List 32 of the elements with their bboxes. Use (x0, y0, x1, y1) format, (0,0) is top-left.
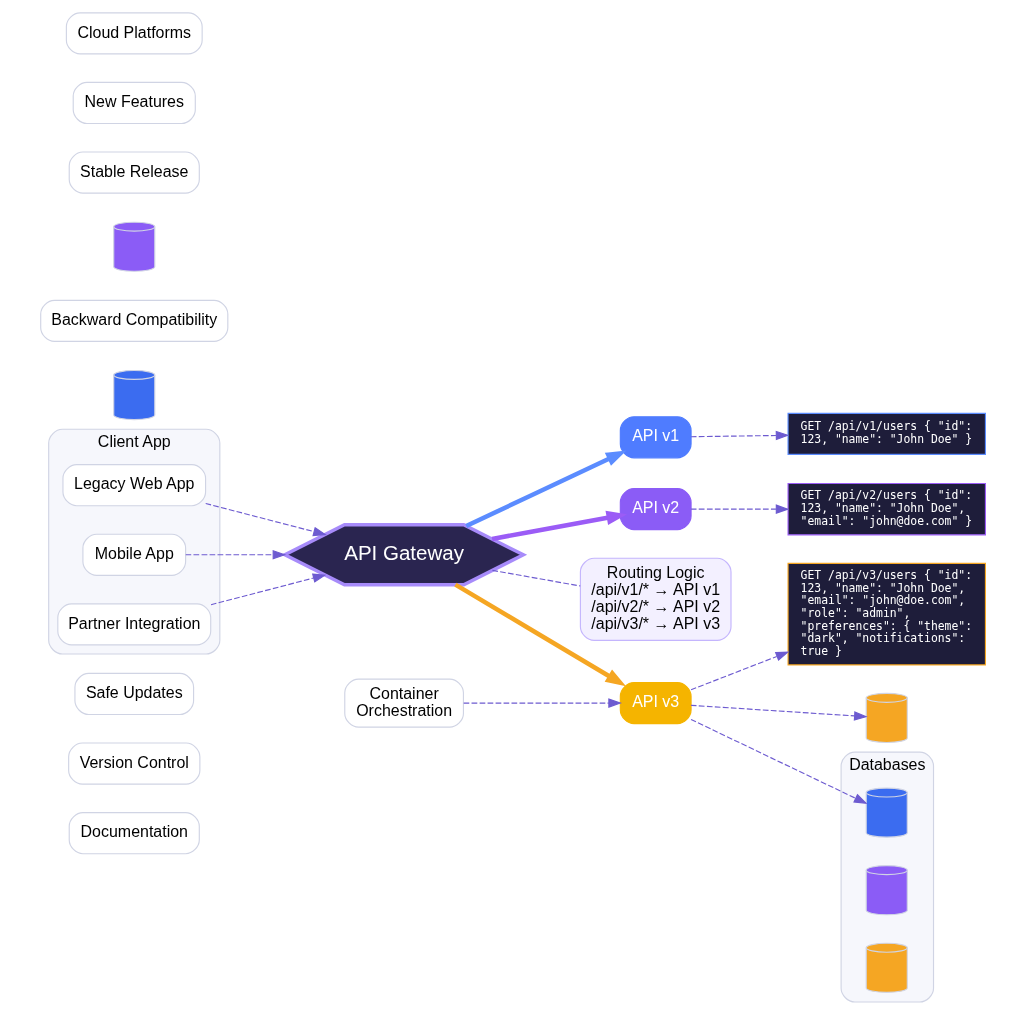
node-box: API v2 (619, 488, 692, 531)
node-box: GET /api/v2/users { "id": 123, "name": "John Doe", "email": "john@doe.com" } (786, 482, 986, 536)
connector (491, 569, 581, 587)
node-box: Container Orchestration (343, 678, 464, 728)
cluster: Databases (840, 751, 934, 1003)
node-box: API v1 (619, 416, 692, 459)
node-box: Partner Integration (56, 603, 211, 646)
node-box: GET /api/v3/users { "id": 123, "name": "John Doe", "email": "john@doe.com", "role": "admin", "preferences": { "theme": "dark", "notifications": true } (786, 562, 986, 666)
node-box: Safe Updates (73, 672, 194, 716)
node-box: API v3 (619, 682, 692, 725)
node-box: Stable Release (68, 151, 200, 194)
node-box: Mobile App (81, 533, 186, 576)
node-box: Legacy Web App (61, 464, 206, 507)
node-box: GET /api/v1/users { "id": 123, "name": "John Doe" } (786, 412, 986, 455)
arrow (462, 698, 622, 708)
arrow (690, 430, 789, 441)
node-box: Backward Compatibility (39, 299, 228, 342)
arrow (690, 704, 868, 721)
node-box: Version Control (67, 742, 200, 785)
node-box: Cloud Platforms (65, 12, 203, 55)
arrow (690, 651, 789, 691)
arrow (491, 510, 627, 542)
node-box: Documentation (68, 812, 200, 855)
arrow (204, 502, 327, 537)
node-box: New Features (72, 81, 196, 125)
arrow (184, 550, 286, 560)
arrow (690, 504, 789, 514)
arrow (453, 582, 626, 687)
arrow (464, 450, 626, 529)
node-box: Routing Logic /api/v1/* → API v1 /api/v2/* → API v2 /api/v3/* → API v3 (579, 557, 732, 641)
arrow (209, 573, 326, 606)
arrow (690, 718, 868, 804)
